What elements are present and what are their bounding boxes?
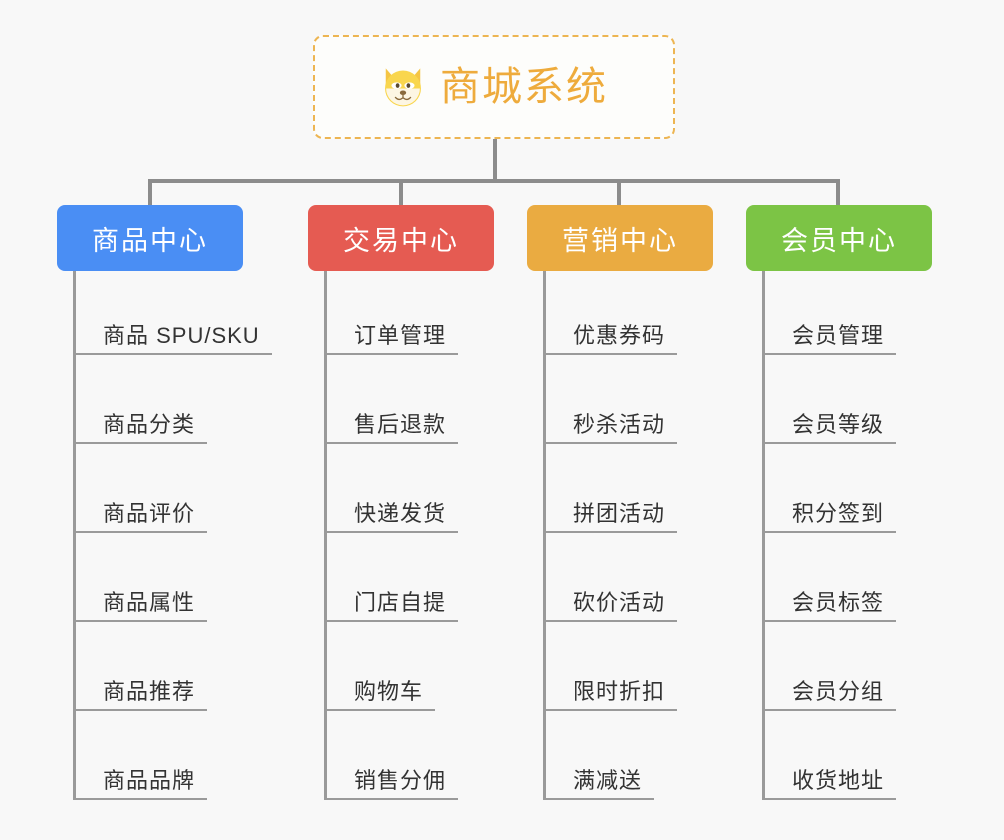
leaf-underline [762, 798, 896, 800]
connector-drop-2 [399, 179, 403, 207]
leaf-underline [543, 353, 677, 355]
leaf-underline [324, 442, 458, 444]
leaf-label: 会员标签 [792, 590, 885, 615]
leaf-label: 拼团活动 [573, 501, 666, 526]
branch-column-trade: 交易中心 订单管理 售后退款 快递发货 门店自提 购物车 [308, 205, 494, 800]
leaf-list-marketing: 优惠券码 秒杀活动 拼团活动 砍价活动 限时折扣 满减送 [543, 271, 843, 805]
branch-header-member[interactable]: 会员中心 [746, 205, 932, 271]
leaf-underline [324, 709, 435, 711]
leaf-label: 门店自提 [354, 590, 447, 615]
leaf-label: 订单管理 [354, 323, 447, 348]
leaf-item[interactable]: 积分签到 [762, 449, 1004, 538]
branch-trunk-trade [324, 271, 327, 800]
leaf-underline [762, 442, 896, 444]
leaf-label: 商品推荐 [103, 679, 196, 704]
leaf-underline [73, 620, 207, 622]
leaf-underline [73, 531, 207, 533]
leaf-item[interactable]: 商品分类 [73, 360, 373, 449]
leaf-underline [543, 620, 677, 622]
leaf-label: 购物车 [354, 679, 424, 704]
dog-face-icon [385, 68, 421, 108]
leaf-item[interactable]: 优惠券码 [543, 271, 843, 360]
leaf-label: 会员分组 [792, 679, 885, 704]
leaf-item[interactable]: 商品品牌 [73, 716, 373, 805]
connector-drop-3 [617, 179, 621, 207]
leaf-item[interactable]: 售后退款 [324, 360, 624, 449]
connector-root-stem [493, 139, 497, 181]
root-title: 商城系统 [440, 65, 608, 109]
leaf-label: 商品评价 [103, 501, 196, 526]
branch-header-marketing[interactable]: 营销中心 [527, 205, 713, 271]
leaf-item[interactable]: 秒杀活动 [543, 360, 843, 449]
leaf-underline [324, 620, 458, 622]
leaf-underline [762, 620, 896, 622]
branch-trunk-product [73, 271, 76, 800]
branch-column-product: 商品中心 商品 SPU/SKU 商品分类 商品评价 商品属性 商品推荐 [57, 205, 272, 800]
leaf-label: 商品属性 [103, 590, 196, 615]
leaf-item[interactable]: 拼团活动 [543, 449, 843, 538]
leaf-item[interactable]: 商品 SPU/SKU [73, 271, 373, 360]
leaf-underline [324, 353, 458, 355]
leaf-label: 砍价活动 [573, 590, 666, 615]
leaf-underline [543, 709, 677, 711]
leaf-label: 销售分佣 [354, 768, 447, 793]
leaf-underline [762, 709, 896, 711]
leaf-label: 会员等级 [792, 412, 885, 437]
branch-header-product[interactable]: 商品中心 [57, 205, 243, 271]
leaf-label: 商品分类 [103, 412, 196, 437]
leaf-underline [762, 353, 896, 355]
leaf-underline [73, 442, 207, 444]
leaf-item[interactable]: 商品评价 [73, 449, 373, 538]
leaf-label: 限时折扣 [573, 679, 666, 704]
leaf-item[interactable]: 满减送 [543, 716, 843, 805]
leaf-label: 秒杀活动 [573, 412, 666, 437]
leaf-item[interactable]: 快递发货 [324, 449, 624, 538]
leaf-underline [543, 531, 677, 533]
leaf-label: 满减送 [573, 768, 643, 793]
leaf-label: 会员管理 [792, 323, 885, 348]
leaf-item[interactable]: 订单管理 [324, 271, 624, 360]
leaf-label: 商品品牌 [103, 768, 196, 793]
leaf-item[interactable]: 销售分佣 [324, 716, 624, 805]
leaf-underline [324, 798, 458, 800]
leaf-list-product: 商品 SPU/SKU 商品分类 商品评价 商品属性 商品推荐 商品品牌 [73, 271, 373, 805]
leaf-item[interactable]: 限时折扣 [543, 627, 843, 716]
branch-trunk-marketing [543, 271, 546, 800]
leaf-item[interactable]: 收货地址 [762, 716, 1004, 805]
leaf-item[interactable]: 商品属性 [73, 538, 373, 627]
branch-column-member: 会员中心 会员管理 会员等级 积分签到 会员标签 会员分组 [746, 205, 932, 800]
leaf-label: 快递发货 [354, 501, 447, 526]
leaf-underline [543, 798, 654, 800]
leaf-label: 优惠券码 [573, 323, 666, 348]
leaf-underline [73, 353, 272, 355]
leaf-item[interactable]: 购物车 [324, 627, 624, 716]
leaf-item[interactable]: 会员分组 [762, 627, 1004, 716]
branch-column-marketing: 营销中心 优惠券码 秒杀活动 拼团活动 砍价活动 限时折扣 [527, 205, 713, 800]
connector-bus [148, 179, 840, 183]
leaf-list-member: 会员管理 会员等级 积分签到 会员标签 会员分组 收货地址 [762, 271, 1004, 805]
leaf-underline [73, 798, 207, 800]
leaf-item[interactable]: 商品推荐 [73, 627, 373, 716]
root-node[interactable]: 商城系统 [313, 35, 675, 139]
branch-trunk-member [762, 271, 765, 800]
leaf-item[interactable]: 会员标签 [762, 538, 1004, 627]
leaf-label: 售后退款 [354, 412, 447, 437]
leaf-item[interactable]: 会员管理 [762, 271, 1004, 360]
leaf-item[interactable]: 会员等级 [762, 360, 1004, 449]
leaf-underline [762, 531, 896, 533]
connector-drop-4 [836, 179, 840, 207]
leaf-item[interactable]: 门店自提 [324, 538, 624, 627]
leaf-list-trade: 订单管理 售后退款 快递发货 门店自提 购物车 销售分佣 [324, 271, 624, 805]
connector-drop-1 [148, 179, 152, 207]
leaf-item[interactable]: 砍价活动 [543, 538, 843, 627]
leaf-underline [543, 442, 677, 444]
leaf-underline [324, 531, 458, 533]
branch-header-trade[interactable]: 交易中心 [308, 205, 494, 271]
leaf-label: 商品 SPU/SKU [103, 323, 260, 348]
leaf-label: 积分签到 [792, 501, 885, 526]
leaf-underline [73, 709, 207, 711]
leaf-label: 收货地址 [792, 768, 885, 793]
